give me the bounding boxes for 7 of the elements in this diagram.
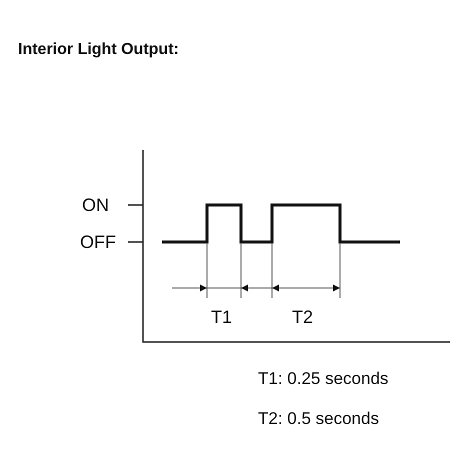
note: T2: 0.5 seconds [258, 410, 379, 427]
interval-label: T1 [211, 308, 232, 326]
interval-label: T2 [292, 308, 314, 326]
title: Interior Light Output: [18, 42, 179, 58]
note: T1: 0.25 seconds [258, 370, 388, 387]
state-label: OFF [80, 233, 116, 251]
state-label: ON [82, 196, 109, 214]
